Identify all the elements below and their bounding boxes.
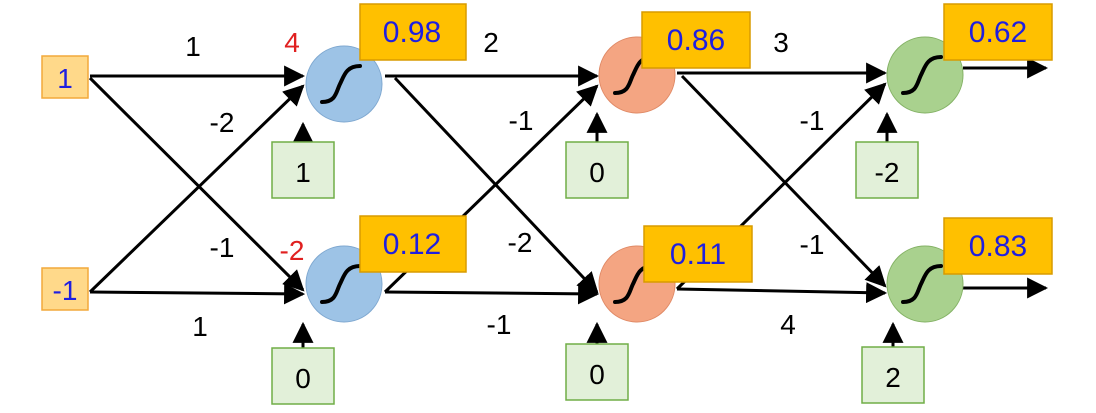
output-box-l3-bottom <box>943 217 1053 275</box>
input-node-bottom: -1 <box>41 267 89 311</box>
output-node-l2-top: 0.86 <box>641 11 751 69</box>
output-node-l2-bottom: 0.11 <box>643 225 753 283</box>
edge-l2-bottom-to-l3-bottom <box>676 282 888 304</box>
output-value-l3-top: 0.62 <box>969 16 1027 49</box>
sigmoid-icon-l1-bottom <box>320 264 362 304</box>
weight-l2-top-bottom: -1 <box>509 105 534 136</box>
input-box-bottom <box>41 267 89 311</box>
bias-node-l3-top: -2 <box>855 141 919 199</box>
output-box-l2-bottom <box>643 225 753 283</box>
edge-in-top-to-l1-bottom <box>88 76 305 292</box>
input-value-top: 1 <box>57 63 73 94</box>
bias-value-l3-top: -2 <box>875 157 900 188</box>
output-node-l3-top: 0.62 <box>943 3 1053 61</box>
output-value-l3-bottom: 0.83 <box>969 230 1027 263</box>
output-value-l1-bottom: 0.12 <box>383 228 441 261</box>
weight-l3-bottom-bottom: 4 <box>780 309 796 340</box>
weight-l2-bottom-bottom: -1 <box>487 309 512 340</box>
bias-value-l1-top: 1 <box>295 157 311 188</box>
bias-box-l2-bottom <box>565 343 629 401</box>
bias-connections <box>292 111 904 348</box>
bias-box-l3-top <box>855 141 919 199</box>
bias-value-l2-top: 0 <box>589 157 605 188</box>
output-box-l3-top <box>943 3 1053 61</box>
preactivation-l1-bottom: -2 <box>280 235 305 266</box>
edge-in-bottom-to-l1-bottom <box>89 283 306 305</box>
input-node-top: 1 <box>41 55 89 99</box>
edge-l1-bottom-to-l2-bottom <box>384 283 600 305</box>
bias-node-l1-top: 1 <box>271 141 335 199</box>
weight-l1-top-bottom: -2 <box>210 107 235 138</box>
bias-node-l2-top: 0 <box>565 141 629 199</box>
sigmoid-icon-l3-top <box>901 55 943 95</box>
bias-node-l1-bottom: 0 <box>271 347 335 405</box>
weight-l3-top-top: 3 <box>773 27 789 58</box>
bias-box-l1-bottom <box>271 347 335 405</box>
output-node-l3-bottom: 0.83 <box>943 217 1053 275</box>
output-value-l2-top: 0.86 <box>667 24 725 57</box>
output-node-l1-top: 0.98 <box>359 3 467 61</box>
preactivation-l1-top: 4 <box>284 27 300 58</box>
bias-value-l3-bottom: 2 <box>885 362 901 393</box>
output-box-l2-top <box>641 11 751 69</box>
weight-l1-top-top: 1 <box>185 31 201 62</box>
input-value-bottom: -1 <box>53 275 78 306</box>
bias-value-l1-bottom: 0 <box>295 363 311 394</box>
edge-l2-top-to-l3-bottom <box>680 74 887 288</box>
weight-l1-bottom-top: -1 <box>210 232 235 263</box>
bias-node-l2-bottom: 0 <box>565 343 629 401</box>
bias-value-l2-bottom: 0 <box>589 359 605 390</box>
bias-box-l1-top <box>271 141 335 199</box>
bias-node-l3-bottom: 2 <box>861 346 925 404</box>
edge-in-bottom-to-l1-top <box>88 84 305 294</box>
weight-l2-top-top: 2 <box>483 27 499 58</box>
weight-l2-bottom-top: -2 <box>508 227 533 258</box>
sigmoid-icon-l1-top <box>320 64 362 104</box>
output-value-l2-bottom: 0.11 <box>670 238 726 271</box>
output-box-l1-bottom <box>359 215 467 273</box>
weight-l3-bottom-top: -1 <box>800 229 825 260</box>
output-box-l1-top <box>359 3 467 61</box>
output-value-l1-top: 0.98 <box>383 16 441 49</box>
bias-box-l2-top <box>565 141 629 199</box>
input-box-top <box>41 55 89 99</box>
weight-l3-top-bottom: -1 <box>800 105 825 136</box>
sigmoid-icon-l3-bottom <box>901 264 943 304</box>
weight-l1-bottom-bottom: 1 <box>192 311 208 342</box>
output-node-l1-bottom: 0.12 <box>359 215 467 273</box>
bias-box-l3-bottom <box>861 346 925 404</box>
